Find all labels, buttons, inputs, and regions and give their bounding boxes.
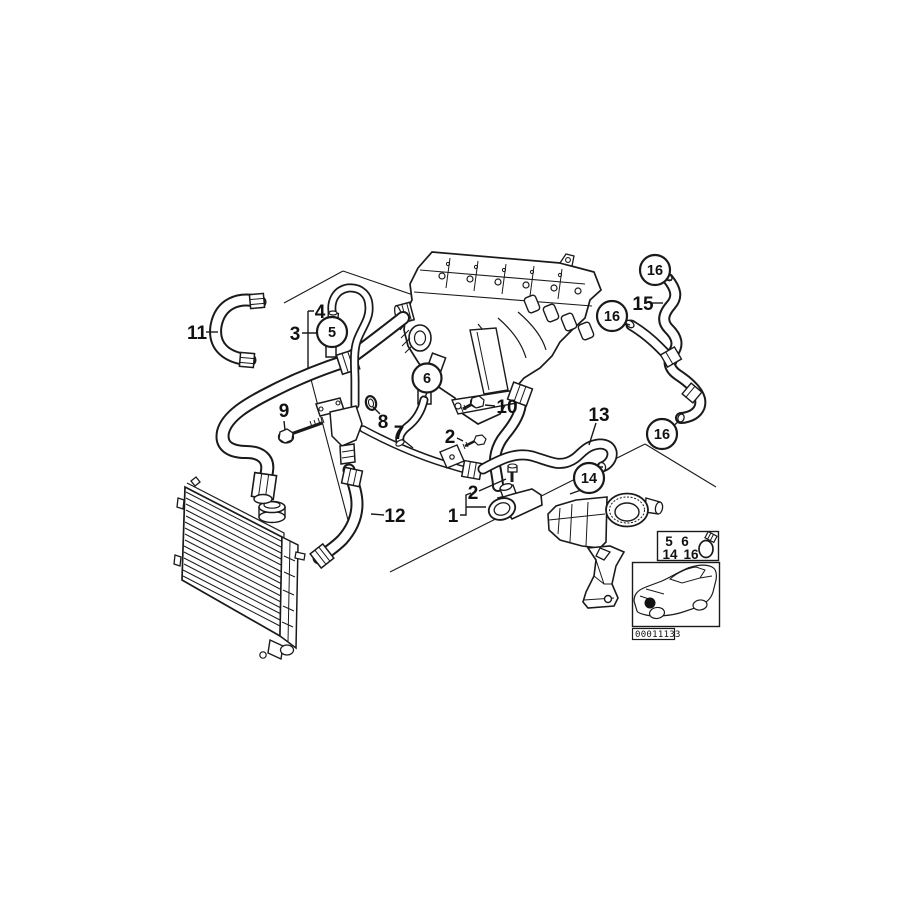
legend-16: 16 <box>683 547 699 562</box>
hose-12 <box>309 467 362 570</box>
callout-16-circled-left[interactable]: 16 <box>595 299 629 333</box>
callout-2-lower[interactable]: 2 <box>468 483 479 504</box>
bolt-9 <box>277 416 325 444</box>
legend-box: 5 6 14 16 <box>656 530 720 562</box>
callout-2-upper[interactable]: 2 <box>445 427 456 448</box>
legend-14: 14 <box>662 547 678 562</box>
radiator-filler-cap <box>258 500 286 524</box>
callout-8[interactable]: 8 <box>378 412 389 433</box>
callout-1[interactable]: 1 <box>448 506 459 527</box>
svg-text:16: 16 <box>604 309 620 325</box>
callout-14-circled[interactable]: 14 <box>572 461 606 495</box>
svg-text:5: 5 <box>328 325 336 341</box>
svg-text:16: 16 <box>654 427 670 443</box>
callout-10[interactable]: 10 <box>496 397 517 418</box>
callout-9[interactable]: 9 <box>279 401 290 422</box>
callouts: 11 4 3 9 8 7 2 10 2 1 12 13 15 5 6 14 16 <box>187 253 679 527</box>
bolt-2-upper <box>462 434 487 450</box>
water-pipe-7 <box>363 429 484 481</box>
radiator <box>173 476 306 661</box>
callout-15[interactable]: 15 <box>632 294 654 315</box>
callout-16-circled-bottom[interactable]: 16 <box>645 417 679 451</box>
legend-5: 5 <box>665 534 673 549</box>
callout-3[interactable]: 3 <box>290 324 301 345</box>
callout-7[interactable]: 7 <box>394 423 405 444</box>
callout-11[interactable]: 11 <box>187 323 208 344</box>
bleed-screw-2 <box>507 463 518 482</box>
engine-cylinder-head <box>393 251 603 425</box>
throttle-body-bracket <box>547 492 664 609</box>
car-location-icon <box>631 561 721 628</box>
image-code-box: 00011133 <box>631 627 681 641</box>
thermostat-elbow <box>315 397 363 465</box>
callout-12[interactable]: 12 <box>384 506 405 527</box>
callout-6-circled[interactable]: 6 <box>411 362 443 394</box>
callout-13[interactable]: 13 <box>588 405 609 426</box>
image-code: 00011133 <box>635 630 681 640</box>
location-dot <box>644 597 656 609</box>
gasket-8 <box>364 395 378 411</box>
callout-5-circled[interactable]: 5 <box>315 315 349 349</box>
callout-16-circled-top[interactable]: 16 <box>638 253 672 287</box>
legend-6: 6 <box>681 534 689 549</box>
bolt-10 <box>460 395 485 413</box>
svg-text:6: 6 <box>423 371 431 387</box>
hose-clamp-icon <box>698 530 718 559</box>
y-hose-15 <box>625 272 702 423</box>
engine-outlet-hose <box>495 381 534 486</box>
svg-text:14: 14 <box>581 471 597 487</box>
hose-11 <box>216 292 265 369</box>
svg-text:16: 16 <box>647 263 663 279</box>
callout-4[interactable]: 4 <box>315 302 326 323</box>
hose-connector-1 <box>487 463 543 521</box>
